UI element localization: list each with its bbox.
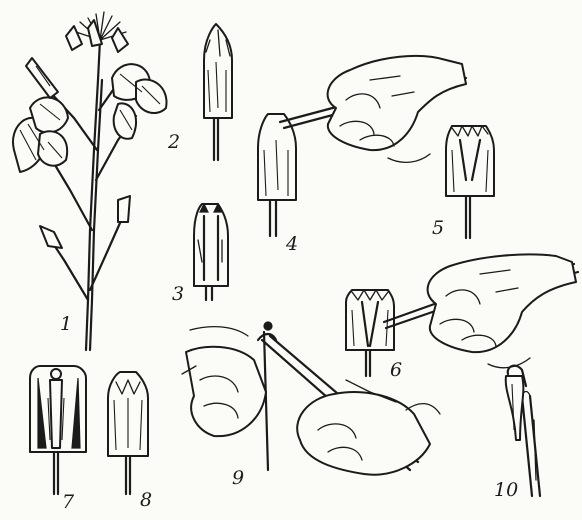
panel-label-8: 8 [140,489,152,511]
panel-label-3: 3 [172,283,184,305]
panel-label-9: 9 [232,467,244,489]
panel-label-5: 5 [432,217,444,239]
left-leaf-cluster [13,58,68,172]
panel-7-open-flower [30,366,86,494]
panel-6-pollination-forceps [346,254,578,376]
panel-8-bagged-flower [108,372,148,494]
closed-flower-bud [204,24,232,160]
panel-1-flowering-branch [13,12,167,350]
panel-label-10: 10 [494,479,518,501]
panel-label-7: 7 [62,491,75,513]
panel-5-emasculated-flower [446,126,494,238]
panel-label-6: 6 [390,359,402,381]
panel-10-glass-tube [506,366,540,496]
panel-label-4: 4 [285,233,298,255]
panel-4-hand-forceps-emasculation [258,56,466,236]
panel-label-1: 1 [60,313,72,335]
right-leaf-cluster [112,64,167,139]
panel-label-2: 2 [167,131,180,153]
panel-3-flower-section [194,204,228,300]
panel-9-hands-with-tool [182,322,440,475]
